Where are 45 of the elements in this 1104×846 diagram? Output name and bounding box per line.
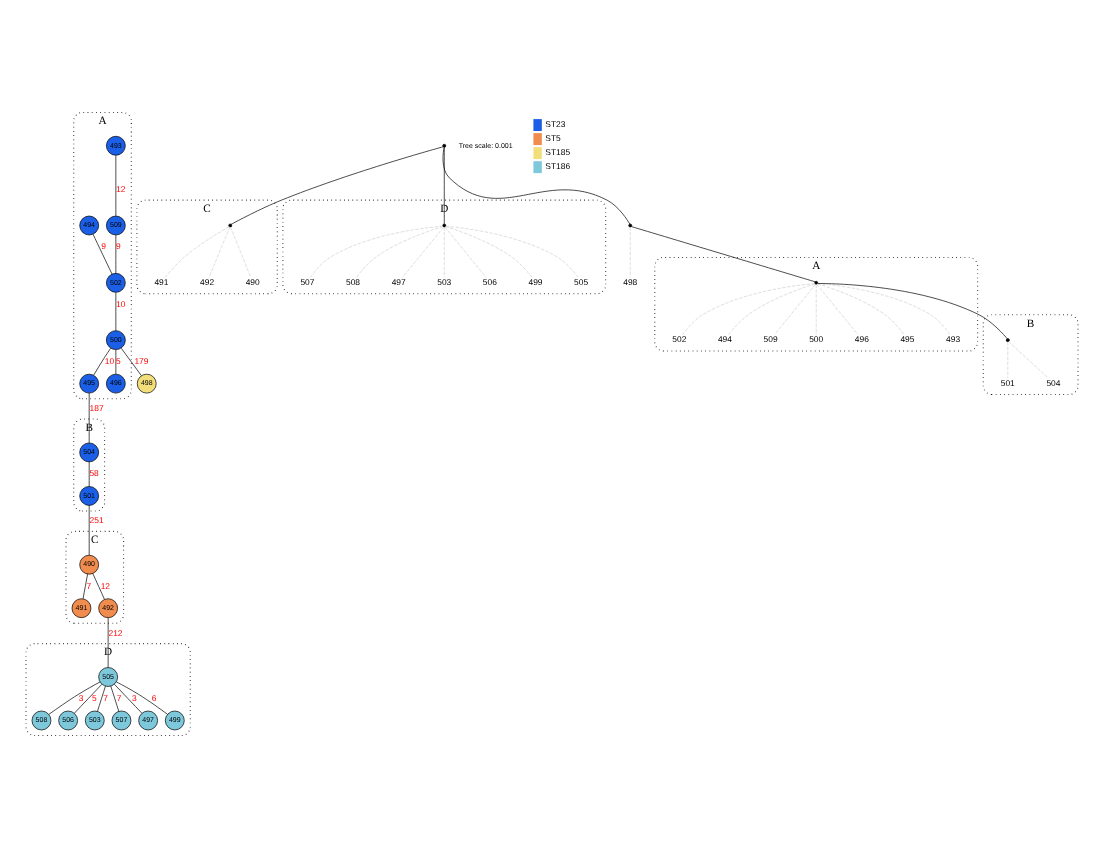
connector (356, 225, 444, 277)
connector (1008, 340, 1049, 378)
connector (774, 282, 816, 335)
node-circle (628, 222, 633, 227)
connector (445, 225, 533, 277)
connector (444, 225, 487, 277)
node-circle (442, 222, 447, 227)
connector (48, 680, 101, 714)
connector (88, 460, 90, 486)
connector (115, 291, 117, 330)
connector (443, 146, 445, 224)
connector (82, 572, 88, 599)
connector (817, 282, 905, 335)
connector (97, 684, 106, 711)
connector (110, 684, 120, 711)
node-circle (1005, 337, 1010, 341)
connector (631, 225, 816, 282)
connector (402, 225, 444, 277)
connector (817, 282, 1008, 339)
connector (92, 572, 105, 599)
connector (682, 282, 816, 335)
node-circle (228, 222, 233, 227)
connector (92, 232, 113, 274)
connector (442, 146, 631, 224)
connector (208, 225, 231, 277)
connector (115, 348, 117, 374)
connector (817, 282, 951, 335)
connector (114, 682, 143, 713)
connector (445, 225, 579, 277)
connector (164, 225, 230, 277)
connector (115, 233, 117, 273)
connector (310, 224, 444, 277)
connector (74, 682, 103, 713)
node-circle (814, 279, 819, 284)
connector (728, 282, 816, 335)
connector (115, 154, 117, 216)
connector (230, 225, 252, 277)
connector (816, 282, 859, 335)
connector (116, 680, 168, 714)
connector (88, 504, 90, 555)
connector (107, 616, 109, 667)
connector (93, 346, 112, 375)
node-circle (442, 142, 447, 147)
connector (120, 346, 142, 376)
connector (230, 145, 444, 224)
